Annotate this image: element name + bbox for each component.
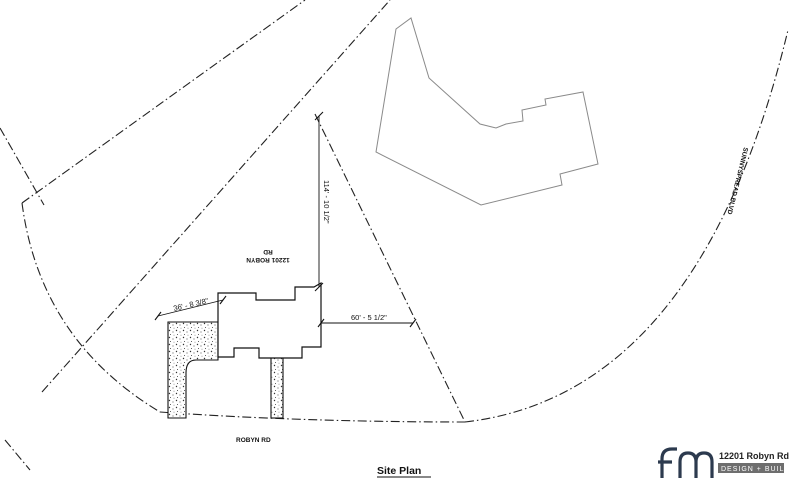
lot-line-road-frontage bbox=[159, 411, 466, 423]
drawing-title: Site Plan bbox=[377, 465, 421, 477]
logo-letter-f bbox=[658, 447, 677, 478]
dim-tick-left-b bbox=[219, 295, 227, 305]
property-label: 12201 ROBYN RD bbox=[246, 248, 290, 263]
dim-label-rear-setback: 114' - 10 1/2" bbox=[322, 180, 331, 224]
lot-line-far-west bbox=[0, 127, 45, 206]
dim-label-left-setback: 36' - 8 3/8" bbox=[172, 296, 209, 313]
lot-line-north-diagonal bbox=[21, 0, 306, 204]
property-label-line1: 12201 ROBYN bbox=[246, 256, 290, 263]
driveway bbox=[167, 321, 219, 419]
dim-tick-rear-b bbox=[314, 282, 324, 292]
neighbor-house-outline bbox=[375, 17, 599, 206]
dim-tick-rear-a bbox=[314, 111, 324, 121]
titleblock-tagline: DESIGN + BUILD bbox=[721, 466, 790, 473]
titleblock-tagline-bar bbox=[718, 463, 784, 473]
walkway bbox=[270, 355, 284, 419]
dim-label-right-setback: 60' - 5 1/2" bbox=[351, 313, 387, 322]
dim-tick-right-a bbox=[317, 318, 325, 328]
dim-line-left-setback bbox=[157, 299, 224, 317]
lot-line-corner bbox=[4, 439, 31, 471]
dim-tick-right-b bbox=[409, 318, 417, 328]
dim-tick-left-a bbox=[154, 311, 162, 321]
lot-line-east-diagonal bbox=[314, 113, 466, 423]
street-label-robyn: ROBYN RD bbox=[236, 437, 271, 444]
titleblock-project-name: 12201 Robyn Rd bbox=[719, 451, 789, 461]
brand-logo bbox=[658, 447, 714, 478]
property-label-line2: RD bbox=[263, 248, 273, 255]
lot-line-right-curve bbox=[464, 29, 789, 423]
logo-letter-m bbox=[678, 451, 714, 478]
street-label-sunnyspread: SUNNYSPREAD BLVD bbox=[725, 147, 749, 216]
house-footprint bbox=[217, 281, 322, 359]
lot-line-left-curve bbox=[21, 202, 161, 413]
lot-line-west-diagonal bbox=[41, 0, 391, 393]
